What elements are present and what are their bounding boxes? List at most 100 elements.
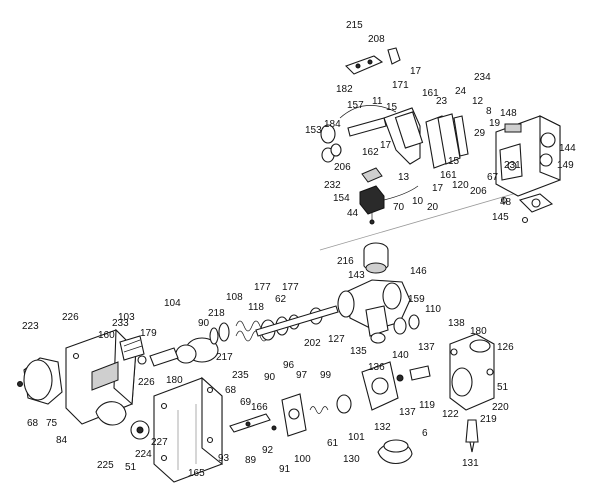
part-number-label: 234 — [474, 72, 491, 83]
part-number-label: 19 — [489, 118, 501, 129]
part-number-label: 122 — [442, 409, 459, 420]
part-number-label: 161 — [422, 88, 439, 99]
part-number-label: 10 — [412, 196, 424, 207]
part-number-label: 29 — [474, 128, 486, 139]
part-number-label: 226 — [62, 312, 79, 323]
lower-assembly — [17, 242, 495, 483]
part-number-label: 69 — [240, 397, 252, 408]
coil-connector — [359, 167, 419, 225]
part-number-label: 131 — [462, 458, 479, 469]
part-number-label: 127 — [328, 334, 345, 345]
part-number-label: 67 — [487, 172, 499, 183]
part-number-label: 103 — [118, 312, 135, 323]
part-number-label: 220 — [492, 402, 509, 413]
part-number-label: 159 — [408, 294, 425, 305]
part-number-label: 162 — [362, 147, 379, 158]
part-number-label: 232 — [324, 180, 341, 191]
part-number-label: 202 — [304, 338, 321, 349]
part-number-label: 137 — [399, 407, 416, 418]
part-number-label: 62 — [275, 294, 287, 305]
part-number-label: 17 — [380, 140, 392, 151]
part-number-label: 99 — [320, 370, 332, 381]
part-number-label: 90 — [198, 318, 210, 329]
part-number-label: 179 — [140, 328, 157, 339]
part-number-label: 20 — [427, 202, 439, 213]
part-number-label: 218 — [208, 308, 225, 319]
part-number-label: 132 — [374, 422, 391, 433]
part-number-label: 223 — [22, 321, 39, 332]
part-number-label: 92 — [262, 445, 274, 456]
part-number-label: 48 — [500, 197, 512, 208]
front-panel — [153, 376, 223, 483]
part-number-label: 8 — [486, 106, 492, 117]
part-number-label: 182 — [336, 84, 353, 95]
part-number-label: 138 — [448, 318, 465, 329]
part-number-label: 68 — [27, 418, 39, 429]
part-number-label: 149 — [557, 160, 574, 171]
part-number-label: 217 — [216, 352, 233, 363]
part-number-label: 177 — [282, 282, 299, 293]
part-number-label: 24 — [455, 86, 467, 97]
part-number-label: 153 — [305, 125, 322, 136]
part-number-label: 51 — [497, 382, 509, 393]
part-number-label: 235 — [232, 370, 249, 381]
part-number-label: 15 — [448, 156, 460, 167]
part-number-label: 51 — [125, 462, 137, 473]
part-number-label: 216 — [337, 256, 354, 267]
part-number-label: 177 — [254, 282, 271, 293]
gas-valve-body — [495, 115, 561, 197]
part-number-label: 100 — [294, 454, 311, 465]
part-number-label: 104 — [164, 298, 181, 309]
part-number-label: 224 — [135, 449, 152, 460]
part-number-label: 89 — [245, 455, 257, 466]
part-number-label: 231 — [504, 160, 521, 171]
part-number-label: 160 — [98, 330, 115, 341]
motor-housing — [17, 357, 63, 405]
solenoid-assembly — [320, 104, 424, 165]
part-number-label: 23 — [436, 96, 448, 107]
part-number-label: 126 — [497, 342, 514, 353]
shaft-rings — [255, 305, 339, 341]
gasket-plates — [425, 113, 469, 169]
part-number-label: 226 — [138, 377, 155, 388]
part-number-label: 145 — [492, 212, 509, 223]
part-number-label: 84 — [56, 435, 68, 446]
part-number-label: 184 — [324, 119, 341, 130]
part-number-label: 233 — [112, 318, 129, 329]
part-number-label: 93 — [218, 453, 230, 464]
part-number-label: 118 — [248, 302, 264, 313]
part-number-label: 96 — [283, 360, 295, 371]
part-number-label: 146 — [410, 266, 427, 277]
bracket-part — [344, 47, 401, 75]
part-number-label: 161 — [440, 170, 457, 181]
part-number-label: 91 — [279, 464, 291, 475]
part-number-label: 206 — [470, 186, 487, 197]
part-number-label: 17 — [410, 66, 422, 77]
nozzle-parts — [377, 419, 479, 465]
part-number-label: 157 — [347, 100, 364, 111]
right-housing — [393, 314, 495, 411]
part-number-label: 227 — [151, 437, 168, 448]
part-number-label: 17 — [432, 183, 444, 194]
part-number-label: 219 — [480, 414, 497, 425]
part-number-label: 144 — [559, 143, 576, 154]
part-number-label: 13 — [398, 172, 410, 183]
part-number-label: 119 — [419, 400, 435, 411]
part-number-label: 120 — [452, 180, 469, 191]
part-number-label: 101 — [348, 432, 365, 443]
part-number-label: 143 — [348, 270, 365, 281]
part-number-label: 110 — [425, 304, 441, 315]
terminal-block — [119, 335, 145, 361]
part-number-label: 148 — [500, 108, 517, 119]
alignment-line — [319, 191, 521, 251]
part-number-label: 154 — [333, 193, 350, 204]
part-number-label: 225 — [97, 460, 114, 471]
part-number-label: 108 — [226, 292, 243, 303]
part-number-label: 136 — [368, 362, 385, 373]
part-number-label: 12 — [472, 96, 484, 107]
part-number-label: 6 — [422, 428, 428, 439]
cover-box — [65, 328, 137, 425]
part-number-label: 15 — [386, 102, 398, 113]
